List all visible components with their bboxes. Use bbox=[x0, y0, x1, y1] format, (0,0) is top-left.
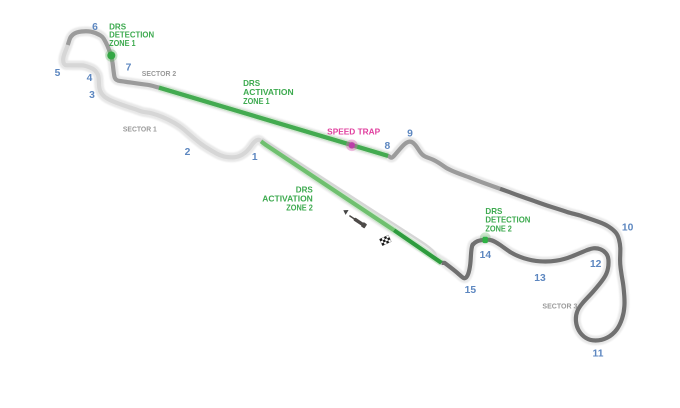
svg-text:DRS: DRS bbox=[243, 79, 261, 88]
svg-text:ZONE 1: ZONE 1 bbox=[243, 97, 270, 106]
svg-text:ZONE 2: ZONE 2 bbox=[286, 204, 313, 213]
svg-text:7: 7 bbox=[126, 63, 132, 74]
svg-text:9: 9 bbox=[407, 129, 413, 140]
svg-text:SECTOR 1: SECTOR 1 bbox=[123, 124, 157, 133]
svg-text:DRS: DRS bbox=[109, 22, 127, 31]
svg-text:12: 12 bbox=[590, 259, 602, 270]
svg-text:1: 1 bbox=[252, 152, 258, 163]
svg-text:2: 2 bbox=[185, 147, 191, 158]
svg-text:5: 5 bbox=[55, 68, 61, 79]
svg-text:3: 3 bbox=[89, 90, 95, 101]
svg-text:ZONE 1: ZONE 1 bbox=[109, 39, 136, 48]
svg-text:ACTIVATION: ACTIVATION bbox=[243, 88, 294, 97]
svg-text:DETECTION: DETECTION bbox=[485, 216, 530, 225]
svg-text:4: 4 bbox=[87, 73, 93, 84]
svg-text:SECTOR 3: SECTOR 3 bbox=[542, 302, 577, 311]
svg-text:ACTIVATION: ACTIVATION bbox=[262, 194, 313, 203]
svg-text:SPEED TRAP: SPEED TRAP bbox=[327, 127, 381, 136]
svg-text:ZONE 2: ZONE 2 bbox=[485, 224, 512, 233]
svg-text:SECTOR 2: SECTOR 2 bbox=[142, 69, 176, 78]
svg-text:14: 14 bbox=[480, 250, 492, 261]
svg-text:15: 15 bbox=[465, 285, 477, 296]
svg-text:DRS: DRS bbox=[296, 185, 314, 194]
svg-text:11: 11 bbox=[593, 349, 604, 360]
svg-text:8: 8 bbox=[385, 141, 391, 152]
svg-text:10: 10 bbox=[622, 223, 634, 234]
svg-text:DETECTION: DETECTION bbox=[109, 31, 154, 40]
svg-text:DRS: DRS bbox=[485, 207, 503, 216]
svg-text:13: 13 bbox=[534, 273, 546, 284]
svg-text:6: 6 bbox=[92, 22, 98, 33]
